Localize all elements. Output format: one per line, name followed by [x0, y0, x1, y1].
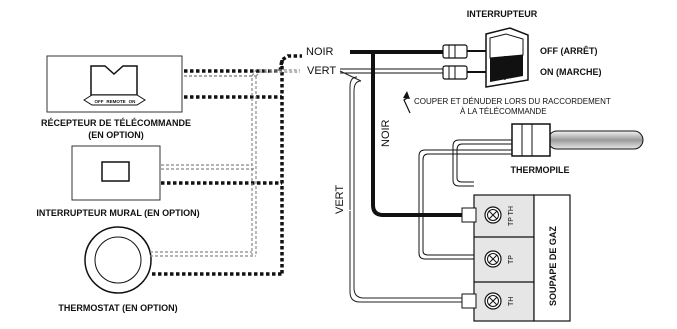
remote-off-label: OFF: [95, 99, 104, 104]
receiver-label: RÉCEPTEUR DE TÉLÉCOMMANDE: [41, 118, 191, 128]
receiver-option-label: (EN OPTION): [88, 130, 144, 140]
screw-tpth: [484, 206, 502, 224]
gas-valve: TP TH TP TH: [461, 194, 571, 322]
noir-vertical-label: NOIR: [380, 119, 392, 147]
screw-tp: [484, 250, 502, 268]
cut-arrow: [403, 96, 411, 114]
green-remote-wires: [150, 69, 300, 257]
remote-on-label: ON: [129, 99, 136, 104]
thermopile-label: THERMOPILE: [510, 165, 569, 175]
thermostat: [84, 226, 152, 294]
vert-vertical-label: VERT: [334, 185, 346, 214]
th-label: TH: [508, 297, 515, 306]
off-label: OFF (ARRÊT): [540, 45, 598, 56]
remote-receiver: OFF REMOTE ON: [46, 55, 183, 113]
remote-remote-label: REMOTE: [106, 99, 125, 104]
gas-valve-label: SOUPAPE DE GAZ: [548, 226, 558, 306]
tpth-label: TP TH: [508, 206, 515, 226]
noir-wire-vertical: [371, 52, 474, 217]
switch-title: INTERRUPTEUR: [467, 9, 538, 19]
cut-note-line-2: À LA TÉLÉCOMMANDE: [460, 107, 547, 116]
tp-label: TP: [508, 255, 515, 264]
on-label: ON (MARCHE): [540, 67, 602, 77]
noir-top-label: NOIR: [306, 46, 334, 58]
rocker-switch: [442, 27, 529, 88]
wall-switch: [71, 145, 161, 201]
thermostat-label: THERMOSTAT (EN OPTION): [58, 303, 177, 313]
cut-note-line-1: COUPER ET DÉNUDER LORS DU RACCORDEMENT: [414, 97, 611, 106]
vert-wire-outer-b: [353, 80, 474, 299]
screw-th: [484, 292, 502, 310]
thermopile: [418, 123, 644, 260]
vert-wire-outer-a: [349, 76, 474, 303]
black-remote-wires: [152, 54, 302, 276]
vert-top-label: VERT: [307, 65, 336, 77]
wall-switch-label: INTERRUPTEUR MURAL (EN OPTION): [36, 208, 199, 218]
